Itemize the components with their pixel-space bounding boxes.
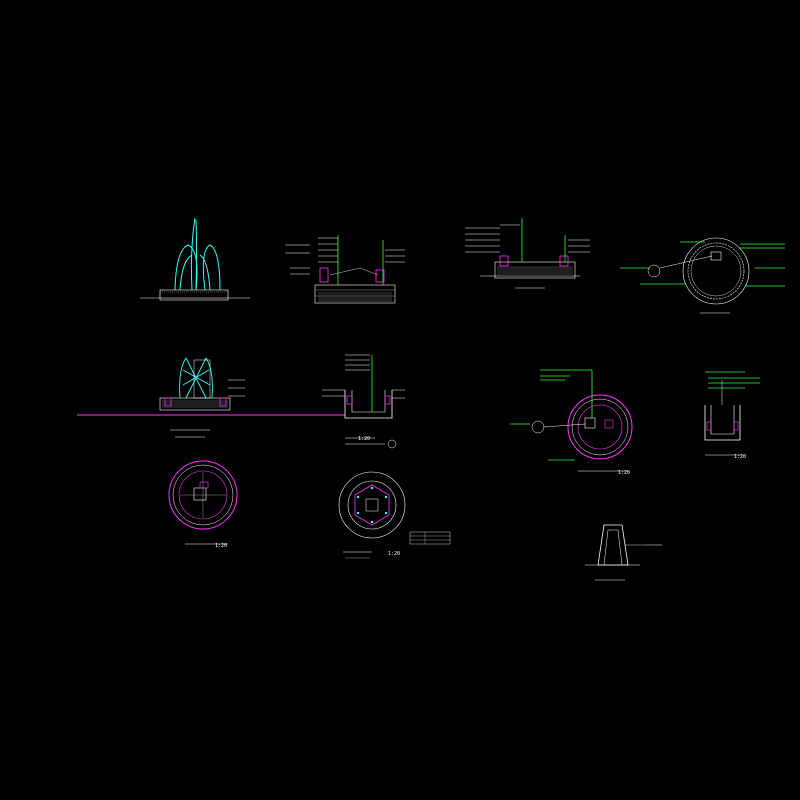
scale-label-pit-small: 1:20: [734, 454, 746, 460]
section-a-drawing: [285, 235, 405, 304]
fountain-elevation-drawing: [140, 217, 250, 301]
scale-label-plan-hex: 1:20: [388, 551, 400, 557]
plan-large-drawing: [620, 237, 785, 314]
scale-label-plan-mid: 1:20: [618, 470, 630, 476]
plan-small-left-drawing: [168, 460, 238, 545]
scale-label-plan-small-left: 1:20: [215, 543, 227, 549]
pit-small-drawing: [704, 371, 760, 456]
plan-hex-drawing: [338, 471, 451, 559]
cone-detail-drawing: [585, 524, 662, 581]
plan-mid-drawing: [510, 369, 633, 472]
scale-labels: 1:20 1:20 1:20 1:20 1:20: [215, 436, 746, 557]
scale-label-fountain-section: 1:20: [358, 436, 370, 442]
section-b-drawing: [465, 218, 590, 289]
fountain-section-drawing: [77, 357, 345, 438]
pit-section-drawing: [322, 354, 405, 449]
